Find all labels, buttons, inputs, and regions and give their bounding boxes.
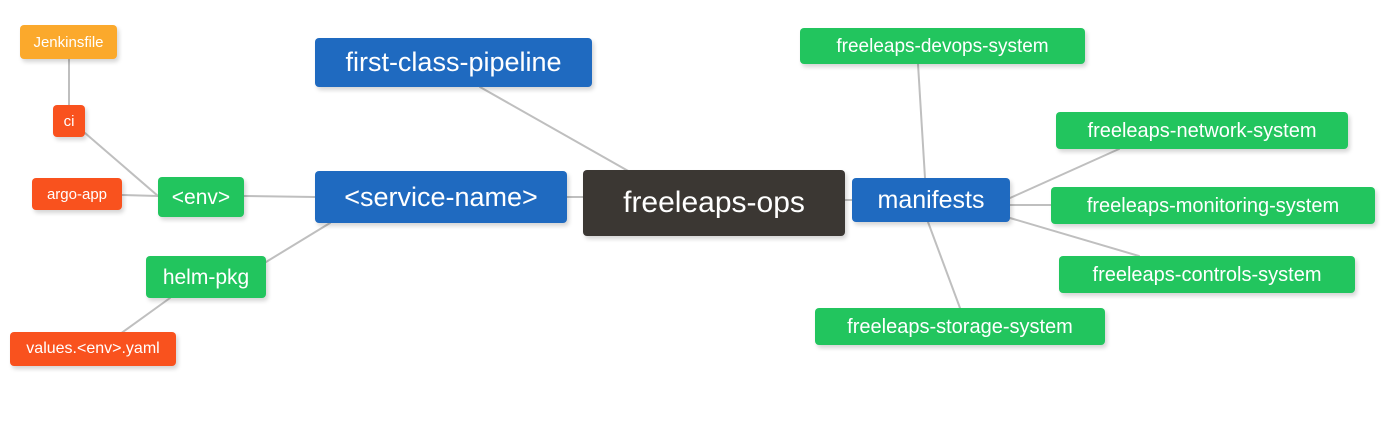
node-label-argo-app: argo-app — [46, 185, 108, 203]
edge-manifests-to-freeleaps-devops-system — [917, 63, 926, 179]
node-freeleaps-controls-system[interactable]: freeleaps-controls-system — [1059, 256, 1355, 293]
node-label-service-name: <service-name> — [344, 181, 538, 212]
edge-first-class-pipeline-to-freeleaps-ops — [479, 86, 631, 173]
node-label-freeleaps-storage-system: freeleaps-storage-system — [847, 315, 1073, 338]
node-freeleaps-ops[interactable]: freeleaps-ops — [583, 170, 845, 236]
edge-env-to-service-name — [243, 195, 316, 198]
node-first-class-pipeline[interactable]: first-class-pipeline — [315, 38, 592, 87]
node-label-freeleaps-monitoring-system: freeleaps-monitoring-system — [1086, 194, 1340, 217]
node-service-name[interactable]: <service-name> — [315, 171, 567, 223]
node-label-freeleaps-controls-system: freeleaps-controls-system — [1092, 263, 1322, 286]
node-label-first-class-pipeline: first-class-pipeline — [345, 47, 562, 77]
node-label-freeleaps-network-system: freeleaps-network-system — [1087, 119, 1317, 142]
node-freeleaps-devops-system[interactable]: freeleaps-devops-system — [800, 28, 1085, 64]
node-label-jenkinsfile: Jenkinsfile — [33, 33, 104, 51]
node-label-freeleaps-devops-system: freeleaps-devops-system — [836, 35, 1049, 57]
node-helm-pkg[interactable]: helm-pkg — [146, 256, 266, 298]
node-label-ci: ci — [63, 112, 75, 130]
node-ci[interactable]: ci — [53, 105, 85, 137]
node-label-values-env-yaml: values.<env>.yaml — [26, 340, 160, 357]
node-label-env: <env> — [171, 185, 231, 209]
node-label-manifests: manifests — [877, 185, 985, 214]
node-label-helm-pkg: helm-pkg — [162, 265, 250, 289]
node-values-env-yaml[interactable]: values.<env>.yaml — [10, 332, 176, 366]
edge-manifests-to-freeleaps-storage-system — [927, 221, 961, 309]
node-argo-app[interactable]: argo-app — [32, 178, 122, 210]
node-jenkinsfile[interactable]: Jenkinsfile — [20, 25, 117, 59]
edge-argo-app-to-env — [121, 194, 159, 197]
node-label-freeleaps-ops: freeleaps-ops — [623, 186, 805, 219]
node-manifests[interactable]: manifests — [852, 178, 1010, 222]
node-env[interactable]: <env> — [158, 177, 244, 217]
node-freeleaps-network-system[interactable]: freeleaps-network-system — [1056, 112, 1348, 149]
edge-service-name-to-helm-pkg — [265, 222, 331, 263]
node-freeleaps-storage-system[interactable]: freeleaps-storage-system — [815, 308, 1105, 345]
node-freeleaps-monitoring-system[interactable]: freeleaps-monitoring-system — [1051, 187, 1375, 224]
edge-helm-pkg-to-values-env-yaml — [119, 297, 171, 335]
